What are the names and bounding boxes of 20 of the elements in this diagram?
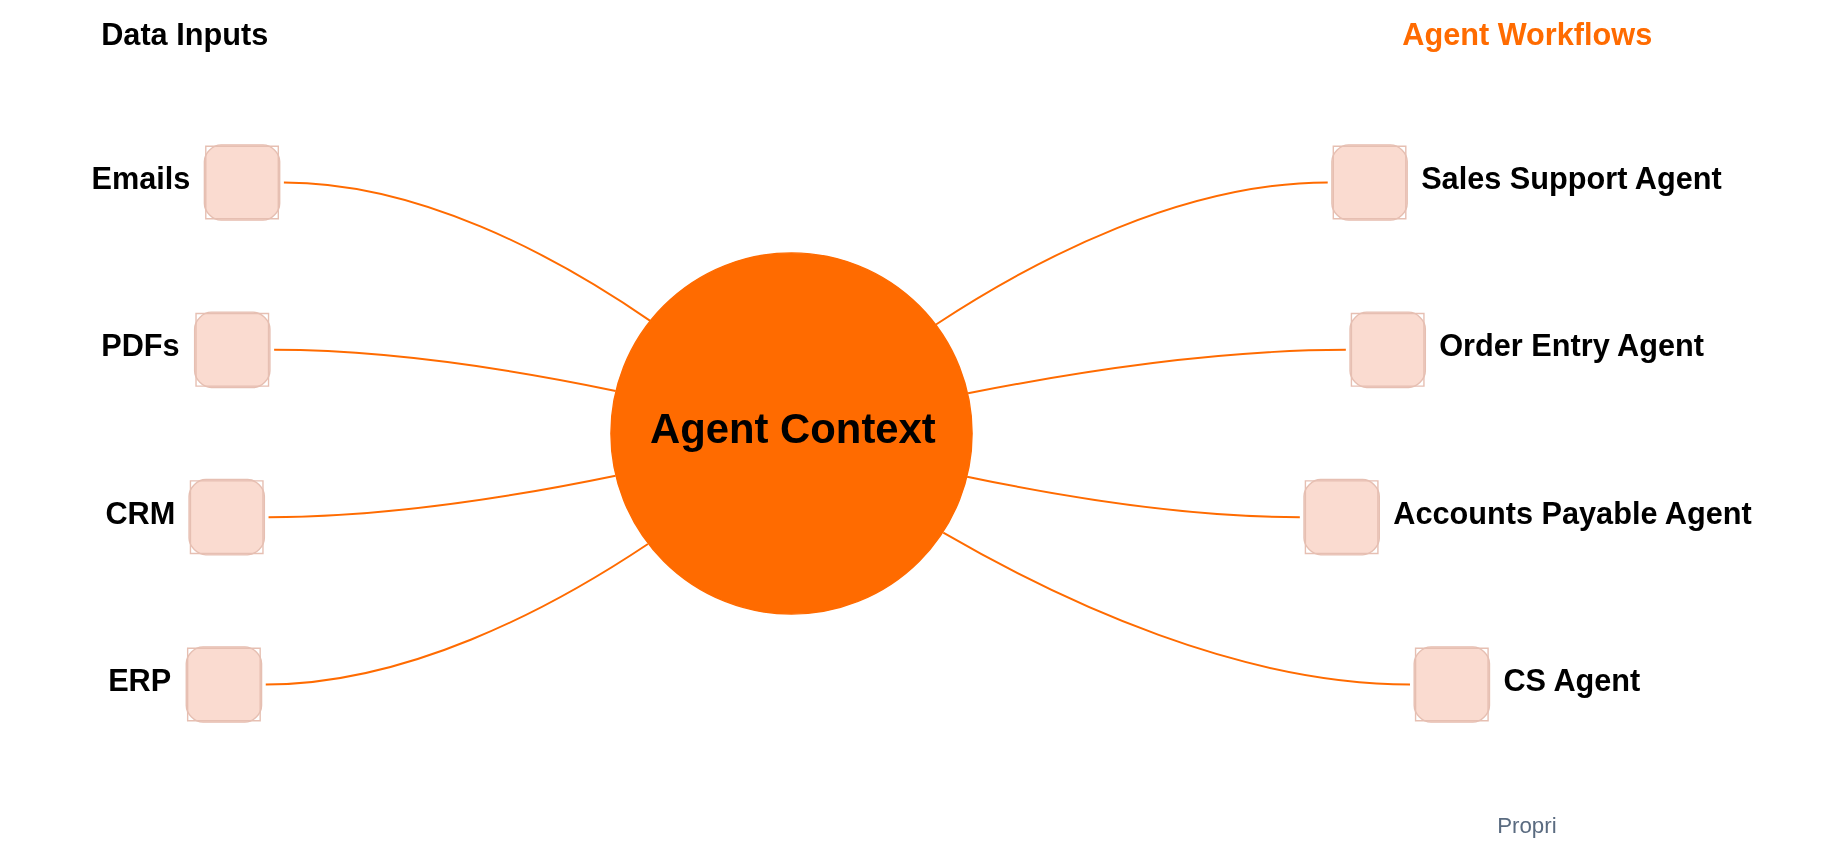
node-label: CRM: [104, 495, 175, 531]
connector: [264, 543, 649, 686]
connector: [934, 181, 1329, 326]
label: Propri: [1496, 813, 1557, 839]
label: Data Inputs: [100, 17, 268, 53]
connector: [282, 181, 651, 322]
node-label: Accounts Payable Agent: [1392, 495, 1752, 531]
node-label: CS Agent: [1502, 662, 1640, 698]
connector: [965, 475, 1301, 519]
connector: [941, 531, 1411, 686]
node-label: Emails: [90, 160, 190, 196]
connector: [966, 348, 1347, 395]
node-label: ERP: [107, 662, 171, 698]
node-label: Order Entry Agent: [1438, 328, 1704, 364]
node-label: PDFs: [100, 328, 180, 364]
connector: [267, 474, 617, 519]
label: Agent Workflows: [1401, 17, 1652, 53]
node-circle: Agent Context: [609, 252, 973, 615]
connector: [272, 348, 617, 392]
node-label: Sales Support Agent: [1420, 160, 1722, 196]
